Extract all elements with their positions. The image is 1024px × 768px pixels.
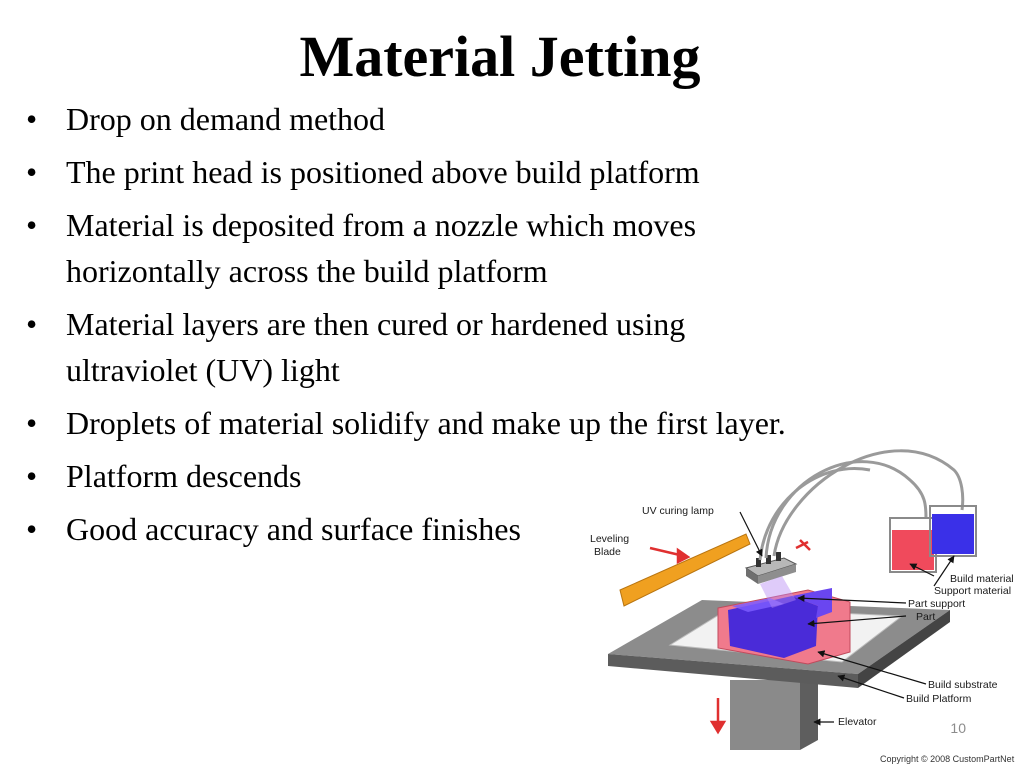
leveling-blade (619, 533, 751, 607)
bullet-item: Platform descends (26, 453, 926, 499)
bullet-item: Material layers are then cured or harden… (26, 301, 806, 393)
label-build-substrate: Build substrate (928, 679, 998, 691)
label-support-material: Support material (934, 585, 1011, 597)
bullet-item: The print head is positioned above build… (26, 149, 926, 195)
copyright-text: Copyright © 2008 CustomPartNet (880, 754, 1015, 764)
elevator-column (730, 672, 818, 750)
slide-title: Material Jetting (299, 24, 701, 89)
label-part: Part (916, 611, 935, 623)
label-part-support: Part support (908, 598, 965, 610)
leader-lines (739, 511, 955, 726)
material-jetting-diagram: UV curing lamp Leveling Blade Build mate… (590, 449, 1015, 764)
bullet-item: Good accuracy and surface finishes (26, 506, 926, 552)
label-uv-curing-lamp: UV curing lamp (642, 505, 714, 517)
bullet-item: Droplets of material solidify and make u… (26, 400, 926, 446)
part-and-support (717, 588, 851, 665)
bullet-item: Material is deposited from a nozzle whic… (26, 202, 796, 294)
bullet-list: Drop on demand method The print head is … (26, 96, 926, 559)
label-elevator: Elevator (838, 716, 877, 728)
print-head (744, 552, 798, 608)
material-tanks (889, 505, 977, 573)
label-leveling: Leveling (590, 533, 629, 545)
label-build-material: Build material (950, 573, 1014, 585)
bullet-item: Drop on demand method (26, 96, 926, 142)
label-build-platform: Build Platform (906, 693, 972, 705)
motion-arrows (649, 539, 811, 735)
slide-number: 10 (950, 720, 966, 736)
label-blade: Blade (594, 546, 621, 558)
feed-tubes (758, 449, 965, 561)
